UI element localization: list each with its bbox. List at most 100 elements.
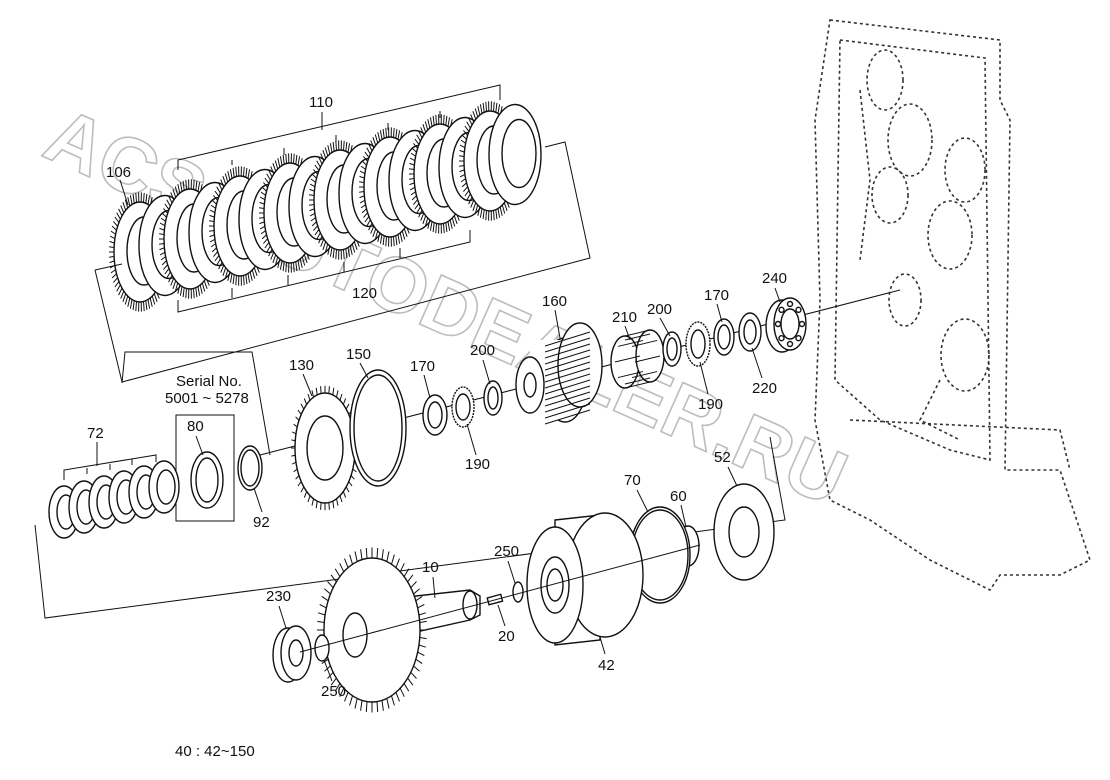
footnote: 40 : 42~150 bbox=[175, 743, 255, 760]
washer-200-upper bbox=[662, 331, 682, 367]
callout-80: 80 bbox=[187, 418, 204, 435]
callout-240: 240 bbox=[762, 270, 787, 287]
callout-200-lower: 200 bbox=[470, 342, 495, 359]
gear-tooth bbox=[544, 331, 591, 347]
callout-190-upper: 190 bbox=[698, 396, 723, 413]
clutch-pack-bracket-left bbox=[94, 263, 123, 271]
clutch-disc-pack bbox=[109, 101, 542, 312]
callout-120-leaders bbox=[177, 230, 471, 313]
friction-plate-130 bbox=[291, 385, 359, 511]
needle-roller bbox=[631, 339, 658, 347]
gear-tooth bbox=[544, 397, 591, 413]
washer-170-upper bbox=[713, 318, 735, 356]
serial-range: 5001 ~ 5278 bbox=[165, 390, 249, 407]
spring-disc-inner bbox=[156, 469, 176, 505]
gear-tooth bbox=[544, 391, 591, 407]
bearing-230 bbox=[272, 625, 312, 683]
gear-tooth bbox=[544, 337, 591, 353]
callout-110-leaders bbox=[177, 84, 501, 170]
gear-tooth bbox=[544, 355, 591, 371]
transmission-housing bbox=[814, 19, 1091, 592]
washer-170-lower bbox=[422, 394, 448, 436]
callout-190-lower: 190 bbox=[465, 456, 490, 473]
callout-130: 130 bbox=[289, 357, 314, 374]
serial-bracket bbox=[121, 351, 271, 456]
gear-tooth bbox=[544, 343, 591, 359]
plain-disc bbox=[488, 103, 542, 206]
callout-120: 120 bbox=[352, 285, 377, 302]
bearing-ball bbox=[795, 306, 802, 314]
gear-tooth bbox=[544, 403, 591, 419]
snap-ring-150 bbox=[349, 369, 407, 487]
needle-roller bbox=[617, 371, 644, 379]
callout-52: 52 bbox=[714, 449, 731, 466]
callout-250-upper: 250 bbox=[494, 543, 519, 560]
serial-label: Serial No. bbox=[176, 373, 242, 390]
callout-10: 10 bbox=[422, 559, 439, 576]
lock-washer-220 bbox=[738, 312, 762, 352]
bearing-ball bbox=[778, 306, 785, 314]
bearing-240 bbox=[765, 297, 807, 353]
callout-160: 160 bbox=[542, 293, 567, 310]
gear-tooth bbox=[544, 385, 591, 401]
snap-ring-250-upper bbox=[512, 581, 524, 603]
drum-42 bbox=[526, 512, 644, 646]
callout-110: 110 bbox=[309, 94, 333, 111]
callout-170-lower: 170 bbox=[410, 358, 435, 375]
thrust-bearing-190-lower bbox=[451, 386, 475, 428]
clutch-pack-bracket bbox=[94, 141, 591, 383]
bearing-ball bbox=[774, 320, 782, 328]
callout-70: 70 bbox=[624, 472, 641, 489]
serial-group-box bbox=[175, 414, 235, 522]
callout-72: 72 bbox=[87, 425, 104, 442]
oring-70 bbox=[629, 506, 691, 604]
disc-bore bbox=[501, 118, 537, 189]
gear-tooth bbox=[544, 379, 591, 395]
callout-106-leader bbox=[119, 179, 129, 206]
callout-92: 92 bbox=[253, 514, 270, 531]
callout-200-upper: 200 bbox=[647, 301, 672, 318]
disc-52 bbox=[713, 483, 775, 581]
gear-tooth bbox=[544, 367, 591, 383]
callout-72-leaders bbox=[63, 454, 157, 480]
callout-230: 230 bbox=[266, 588, 291, 605]
callout-20: 20 bbox=[498, 628, 515, 645]
gear-tooth bbox=[544, 373, 591, 389]
needle-roller bbox=[614, 355, 641, 363]
gear-tooth bbox=[544, 409, 591, 425]
gear-tooth bbox=[544, 361, 591, 377]
bearing-ball bbox=[786, 300, 794, 308]
gear-160 bbox=[515, 322, 603, 425]
needle-roller bbox=[617, 339, 644, 347]
callout-labels: 110 106 120 160 210 200 170 240 220 190 … bbox=[87, 94, 787, 760]
axis-line-lower bbox=[299, 544, 701, 653]
needle-bearing-210 bbox=[610, 329, 665, 389]
needle-roller bbox=[634, 355, 661, 363]
callout-60: 60 bbox=[670, 488, 687, 505]
needle-roller bbox=[631, 371, 658, 379]
thrust-bearing-190-upper bbox=[685, 321, 711, 367]
bearing-ball bbox=[778, 334, 785, 342]
gear-tooth bbox=[544, 349, 591, 365]
callout-250-lower: 250 bbox=[321, 683, 346, 700]
snap-ring-92 bbox=[237, 445, 263, 491]
lower-bracket bbox=[34, 436, 786, 619]
callout-106: 106 bbox=[106, 164, 131, 181]
callout-150: 150 bbox=[346, 346, 371, 363]
needle-roller bbox=[624, 377, 651, 385]
callout-leaders bbox=[195, 287, 781, 682]
callout-210: 210 bbox=[612, 309, 637, 326]
snap-ring-250-lower bbox=[314, 634, 330, 662]
bearing-ball bbox=[798, 320, 806, 328]
callout-42: 42 bbox=[598, 657, 615, 674]
ring-80 bbox=[190, 451, 224, 509]
bearing-ball bbox=[795, 334, 802, 342]
callout-170-upper: 170 bbox=[704, 287, 729, 304]
bearing-ball bbox=[786, 340, 794, 348]
spring-disc-pack-72 bbox=[48, 460, 180, 539]
callout-220: 220 bbox=[752, 380, 777, 397]
gear-10 bbox=[317, 547, 427, 713]
spring-disc bbox=[148, 460, 180, 514]
washer-200-lower bbox=[483, 380, 503, 416]
